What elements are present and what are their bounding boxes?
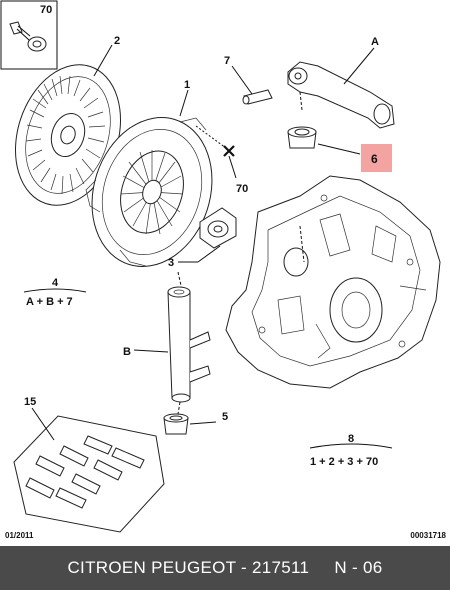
callout-B: B: [123, 346, 131, 358]
callout-6: 6: [371, 152, 378, 166]
caption-left: CITROEN PEUGEOT - 217511: [67, 558, 310, 577]
cross-marker-icon: [195, 125, 237, 179]
callout-3: 3: [168, 257, 174, 269]
bolt-detail-box: 70: [0, 0, 58, 70]
formula-8: 1 + 2 + 3 + 70: [310, 456, 378, 468]
kit-component: [111, 447, 145, 469]
callout-1: 1: [184, 79, 190, 91]
kit-component: [83, 435, 113, 455]
kit-component: [93, 459, 123, 481]
pin-part: [242, 89, 273, 105]
parts-kit: [13, 415, 165, 533]
callout-A: A: [371, 36, 379, 48]
caption-bar: CITROEN PEUGEOT - 217511 N - 06: [0, 546, 450, 590]
release-bearing: [199, 207, 237, 249]
bushing-part: [287, 126, 317, 149]
release-fork-arm: [287, 61, 395, 129]
kit-component: [25, 477, 55, 499]
callout-5: 5: [222, 411, 228, 423]
release-shaft: [167, 286, 211, 403]
callout-70-cross: 70: [236, 183, 248, 195]
date-label: 01/2011: [5, 531, 34, 540]
exploded-clutch-diagram: 70 2: [0, 0, 441, 533]
highlight-box-6: [361, 144, 392, 172]
gearbox-housing: [225, 175, 441, 389]
kit-component: [35, 455, 65, 477]
kit-component: [59, 445, 89, 467]
reference-label: 00031718: [410, 531, 446, 540]
kit-component: [71, 473, 101, 495]
pressure-plate: [85, 117, 213, 267]
callout-15: 15: [24, 396, 36, 408]
caption-right: N - 06: [334, 558, 383, 577]
callout-2: 2: [114, 35, 120, 47]
lower-bushing-part: [163, 401, 189, 435]
callout-4: 4: [52, 277, 59, 289]
clutch-disc: [14, 64, 122, 206]
kit-component: [55, 487, 87, 509]
callout-7: 7: [224, 55, 230, 67]
callout-70-box: 70: [40, 4, 52, 16]
callout-8: 8: [348, 433, 354, 445]
bolt-icon: [9, 21, 47, 52]
formula-4: A + B + 7: [26, 296, 73, 308]
